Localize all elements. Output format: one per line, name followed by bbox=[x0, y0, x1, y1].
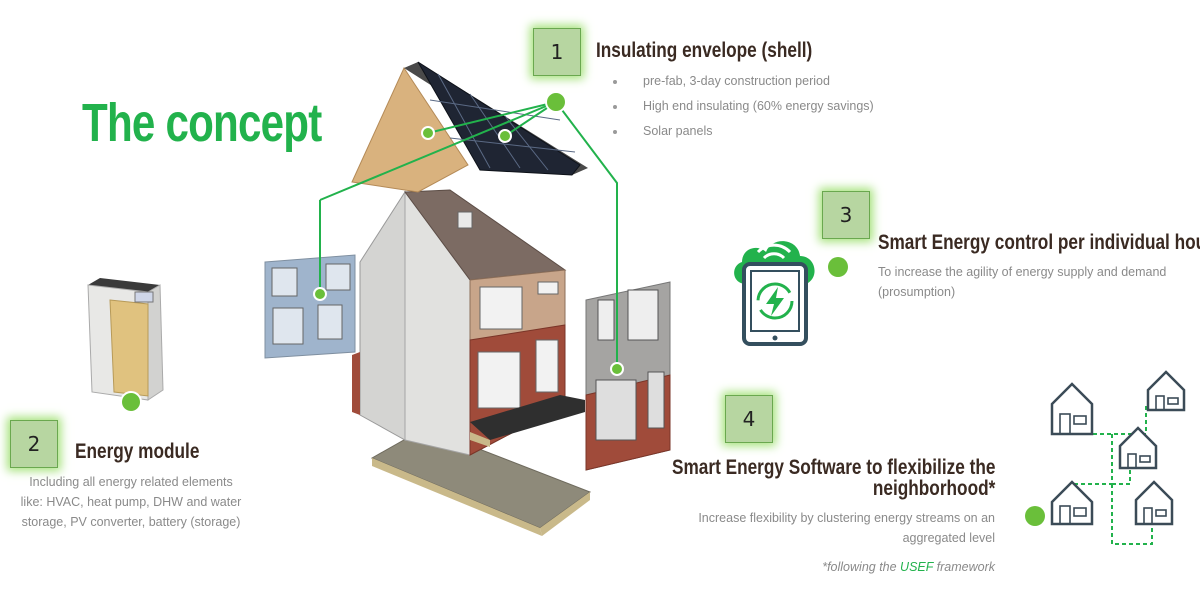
footnote-highlight: USEF bbox=[900, 560, 934, 574]
house-node-icon bbox=[1118, 426, 1158, 470]
section-4-heading-line1: Smart Energy Software to flexibilize the bbox=[671, 456, 995, 479]
house-network-icon bbox=[1050, 370, 1186, 545]
lightning-icon bbox=[756, 282, 794, 320]
section-3-description: To increase the agility of energy supply… bbox=[878, 265, 1167, 299]
house-node-icon bbox=[1134, 480, 1174, 526]
section-2-description: Including all energy related elements li… bbox=[20, 475, 242, 529]
cloud-icon bbox=[734, 241, 815, 346]
footnote-suffix: framework bbox=[933, 560, 995, 574]
section-2-badge: 2 bbox=[10, 420, 58, 468]
section-4-description: Increase flexibility by clustering energ… bbox=[698, 511, 995, 545]
house-node-icon bbox=[1146, 370, 1186, 412]
wifi-icon bbox=[756, 243, 792, 260]
section-4-badge: 4 bbox=[725, 395, 773, 443]
list-item: Solar panels bbox=[613, 124, 874, 149]
right-wall-panel bbox=[585, 281, 671, 471]
section-1-badge: 1 bbox=[533, 28, 581, 76]
left-wall-panel bbox=[264, 254, 356, 359]
section-3-heading: Smart Energy control per individual hous… bbox=[878, 231, 1200, 254]
house-node-icon bbox=[1050, 382, 1094, 436]
list-item: High end insulating (60% energy savings) bbox=[613, 99, 874, 124]
section-4-heading-line2: neighborhood* bbox=[872, 477, 995, 500]
connector-dots bbox=[120, 91, 1045, 526]
list-item: pre-fab, 3-day construction period bbox=[613, 74, 874, 99]
section-1-bullets: pre-fab, 3-day construction period High … bbox=[613, 74, 874, 149]
section-1-heading: Insulating envelope (shell) bbox=[596, 39, 813, 62]
energy-module bbox=[87, 278, 164, 401]
roof-panel bbox=[351, 61, 588, 193]
page-title: The concept bbox=[82, 93, 322, 153]
house-node-icon bbox=[1050, 480, 1094, 526]
footnote: *following the USEF framework bbox=[822, 560, 995, 574]
footnote-prefix: *following the bbox=[822, 560, 901, 574]
section-3-badge: 3 bbox=[822, 191, 870, 239]
section-2-heading: Energy module bbox=[75, 440, 200, 463]
main-house bbox=[352, 189, 585, 456]
